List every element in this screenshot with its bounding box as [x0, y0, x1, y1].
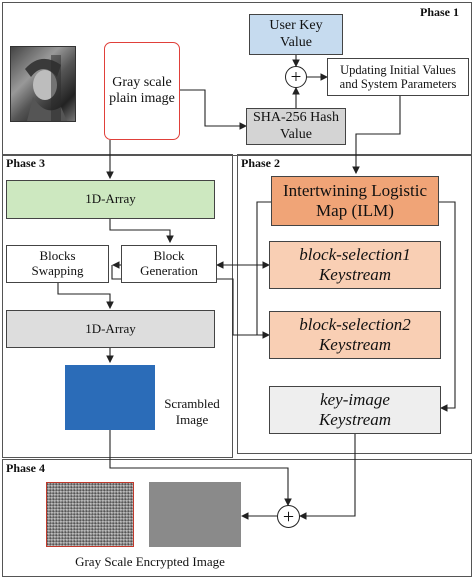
encrypted-gray-square — [149, 482, 241, 547]
block-generation-box: Block Generation — [121, 245, 217, 283]
xor-symbol-2: + — [277, 505, 300, 528]
plain-image-photo — [10, 46, 76, 122]
encrypted-image-caption: Gray Scale Encrypted Image — [75, 554, 225, 569]
phase2-title: Phase 2 — [241, 156, 280, 170]
noise-image-icon — [46, 482, 134, 547]
1d-array-top-box: 1D-Array — [6, 180, 215, 219]
phase4-title: Phase 4 — [6, 461, 45, 475]
scrambled-image-label: Scrambled Image — [164, 396, 220, 427]
1d-array-bottom-box: 1D-Array — [6, 310, 215, 348]
phase3-title: Phase 3 — [6, 156, 45, 170]
portrait-photo-icon — [25, 55, 67, 121]
updating-parameters-box: Updating Initial Values and System Param… — [327, 58, 469, 96]
block-selection1-keystream-box: block-selection1 Keystream — [269, 241, 441, 289]
phase1-title: Phase 1 — [420, 5, 459, 19]
user-key-value-box: User Key Value — [249, 14, 343, 55]
gray-scale-plain-image-box: Gray scale plain image — [104, 42, 180, 140]
key-image-keystream-box: key-image Keystream — [269, 386, 441, 434]
block-selection2-keystream-box: block-selection2 Keystream — [269, 311, 441, 359]
ilm-box: Intertwining Logistic Map (ILM) — [271, 176, 439, 226]
xor-symbol-1: + — [285, 66, 307, 88]
scrambled-image — [65, 365, 155, 430]
sha256-hash-box: SHA-256 Hash Value — [246, 108, 346, 145]
blocks-swapping-box: Blocks Swapping — [6, 245, 109, 283]
